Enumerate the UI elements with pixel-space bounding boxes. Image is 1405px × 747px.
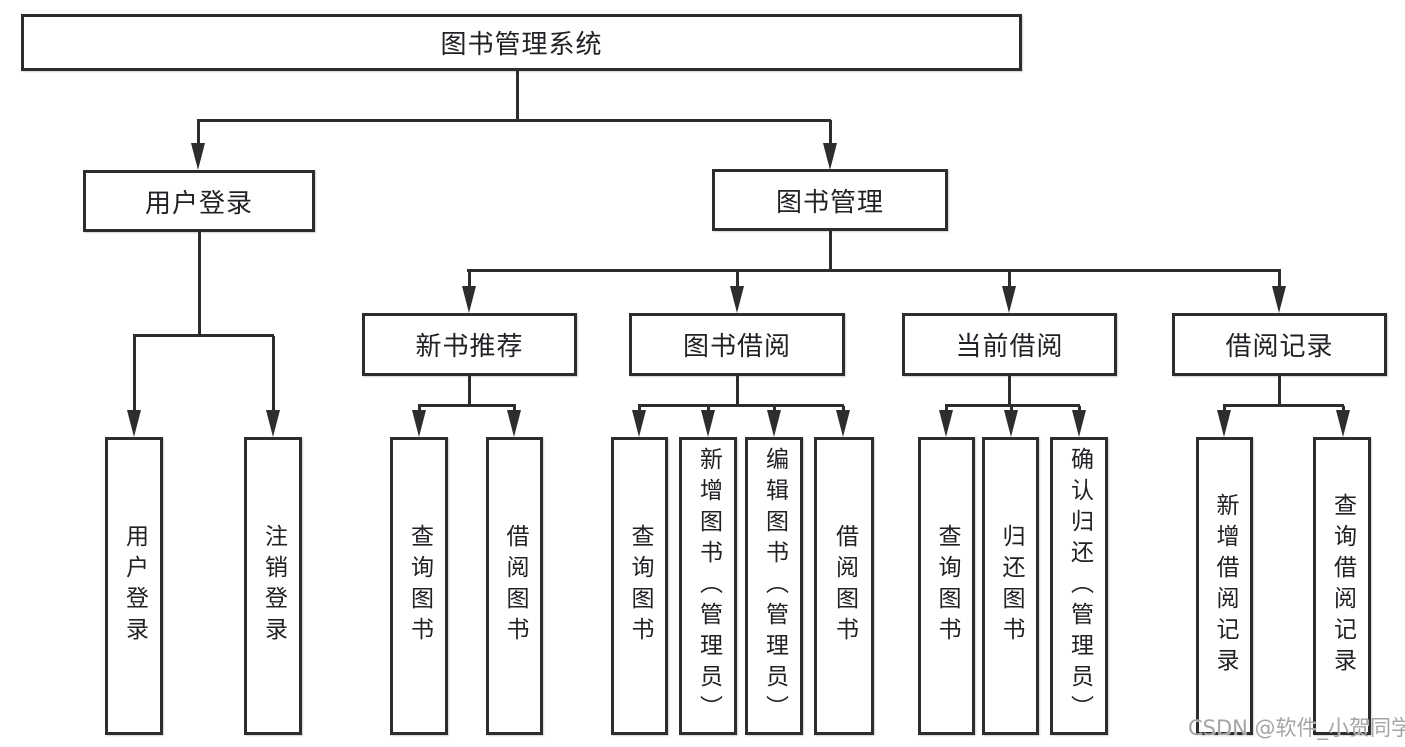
- connector-l3-drop: [1278, 271, 1281, 288]
- arrow-down-icon: [730, 286, 744, 313]
- node-book-management-label: 图书管理: [775, 187, 884, 218]
- arrow-down-icon: [412, 410, 426, 437]
- connector-borrow-records-stem: [1278, 375, 1281, 406]
- leaf-edit-books-admin: 编辑图书（管理员）: [745, 437, 803, 735]
- leaf-query-books-2-label: 查询图书: [627, 524, 653, 648]
- leaf-edit-books-admin-label: 编辑图书（管理员）: [761, 446, 788, 726]
- leaf-logout: 注销登录: [244, 437, 302, 735]
- leaf-add-books-admin: 新增图书（管理员）: [679, 437, 737, 735]
- arrow-down-icon: [266, 410, 280, 437]
- leaf-borrow-books-1-label: 借阅图书: [502, 524, 528, 648]
- arrow-down-icon: [767, 410, 781, 437]
- leaf-query-borrow-record: 查询借阅记录: [1313, 437, 1371, 735]
- arrow-down-icon: [1072, 410, 1086, 437]
- node-book-management: 图书管理: [712, 169, 948, 231]
- arrow-down-icon: [836, 410, 850, 437]
- arrow-down-icon: [939, 410, 953, 437]
- arrow-down-icon: [462, 286, 476, 313]
- leaf-add-borrow-record: 新增借阅记录: [1196, 437, 1253, 735]
- connector-level2-bus: [197, 119, 831, 122]
- leaf-query-books-1-label: 查询图书: [406, 524, 433, 648]
- connector-borrow-records-bus: [1223, 404, 1344, 407]
- node-book-borrow-label: 图书借阅: [682, 332, 791, 362]
- arrow-down-icon: [701, 410, 715, 437]
- leaf-add-borrow-record-label: 新增借阅记录: [1212, 493, 1238, 679]
- leaf-confirm-return-admin-label: 确认归还（管理员）: [1066, 446, 1093, 726]
- arrow-down-book-mgmt-icon: [823, 143, 837, 170]
- node-borrow-records-label: 借阅记录: [1225, 332, 1334, 362]
- leaf-borrow-books-1: 借阅图书: [486, 437, 543, 735]
- watermark: CSDN @软件_小贺同学: [1188, 716, 1405, 740]
- leaf-confirm-return-admin: 确认归还（管理员）: [1050, 437, 1108, 735]
- arrow-down-icon: [507, 410, 521, 437]
- leaf-return-books: 归还图书: [982, 437, 1039, 735]
- node-book-borrow: 图书借阅: [629, 313, 845, 376]
- arrow-down-icon: [127, 410, 141, 437]
- node-user-login-label: 用户登录: [144, 188, 253, 219]
- connector-root-stem: [516, 70, 519, 120]
- connector-new-books-stem: [468, 375, 471, 406]
- leaf-query-books-2: 查询图书: [611, 437, 668, 735]
- connector-current-borrow-stem: [1008, 375, 1011, 406]
- connector-new-books-bus: [418, 404, 516, 407]
- leaf-query-borrow-record-label: 查询借阅记录: [1329, 493, 1356, 679]
- connector-l3-drop: [736, 271, 739, 288]
- connector-current-borrow-bus: [945, 404, 1080, 407]
- leaf-logout-label: 注销登录: [260, 524, 287, 648]
- connector-book-borrow-bus: [638, 404, 844, 407]
- node-new-books-label: 新书推荐: [415, 332, 524, 362]
- leaf-user-login-label: 用户登录: [121, 524, 148, 648]
- leaf-user-login: 用户登录: [105, 437, 163, 735]
- node-borrow-records: 借阅记录: [1172, 313, 1387, 376]
- leaf-query-books-1: 查询图书: [390, 437, 448, 735]
- arrow-down-icon: [632, 410, 646, 437]
- node-current-borrow-label: 当前借阅: [955, 332, 1064, 362]
- connector-leaf-drop: [272, 336, 275, 412]
- arrow-down-icon: [1272, 286, 1286, 313]
- connector-user-login-stem: [198, 232, 201, 335]
- leaf-borrow-books-2-label: 借阅图书: [831, 524, 858, 648]
- leaf-query-books-3: 查询图书: [918, 437, 975, 735]
- connector-level3-bus: [467, 269, 1281, 272]
- arrow-down-icon: [1002, 286, 1016, 313]
- connector-book-mgmt-stem: [829, 231, 832, 271]
- arrow-down-icon: [1336, 410, 1350, 437]
- arrow-down-icon: [1217, 410, 1231, 437]
- node-root-label: 图书管理系统: [440, 30, 603, 60]
- node-user-login: 用户登录: [83, 170, 315, 232]
- connector-book-mgmt-drop: [829, 120, 832, 146]
- arrow-down-icon: [1004, 410, 1018, 437]
- leaf-query-books-3-label: 查询图书: [934, 524, 960, 648]
- connector-user-login-bus: [133, 334, 274, 337]
- node-new-books: 新书推荐: [362, 313, 577, 376]
- connector-book-borrow-stem: [736, 375, 739, 406]
- leaf-add-books-admin-label: 新增图书（管理员）: [695, 446, 722, 726]
- node-current-borrow: 当前借阅: [902, 313, 1117, 376]
- connector-l3-drop: [1008, 271, 1011, 288]
- leaf-borrow-books-2: 借阅图书: [814, 437, 874, 735]
- connector-leaf-drop: [133, 336, 136, 412]
- connector-user-login-drop: [197, 120, 200, 146]
- leaf-return-books-label: 归还图书: [998, 524, 1024, 648]
- connector-l3-drop: [468, 271, 471, 288]
- node-root: 图书管理系统: [21, 14, 1022, 71]
- arrow-down-user-login-icon: [191, 143, 205, 170]
